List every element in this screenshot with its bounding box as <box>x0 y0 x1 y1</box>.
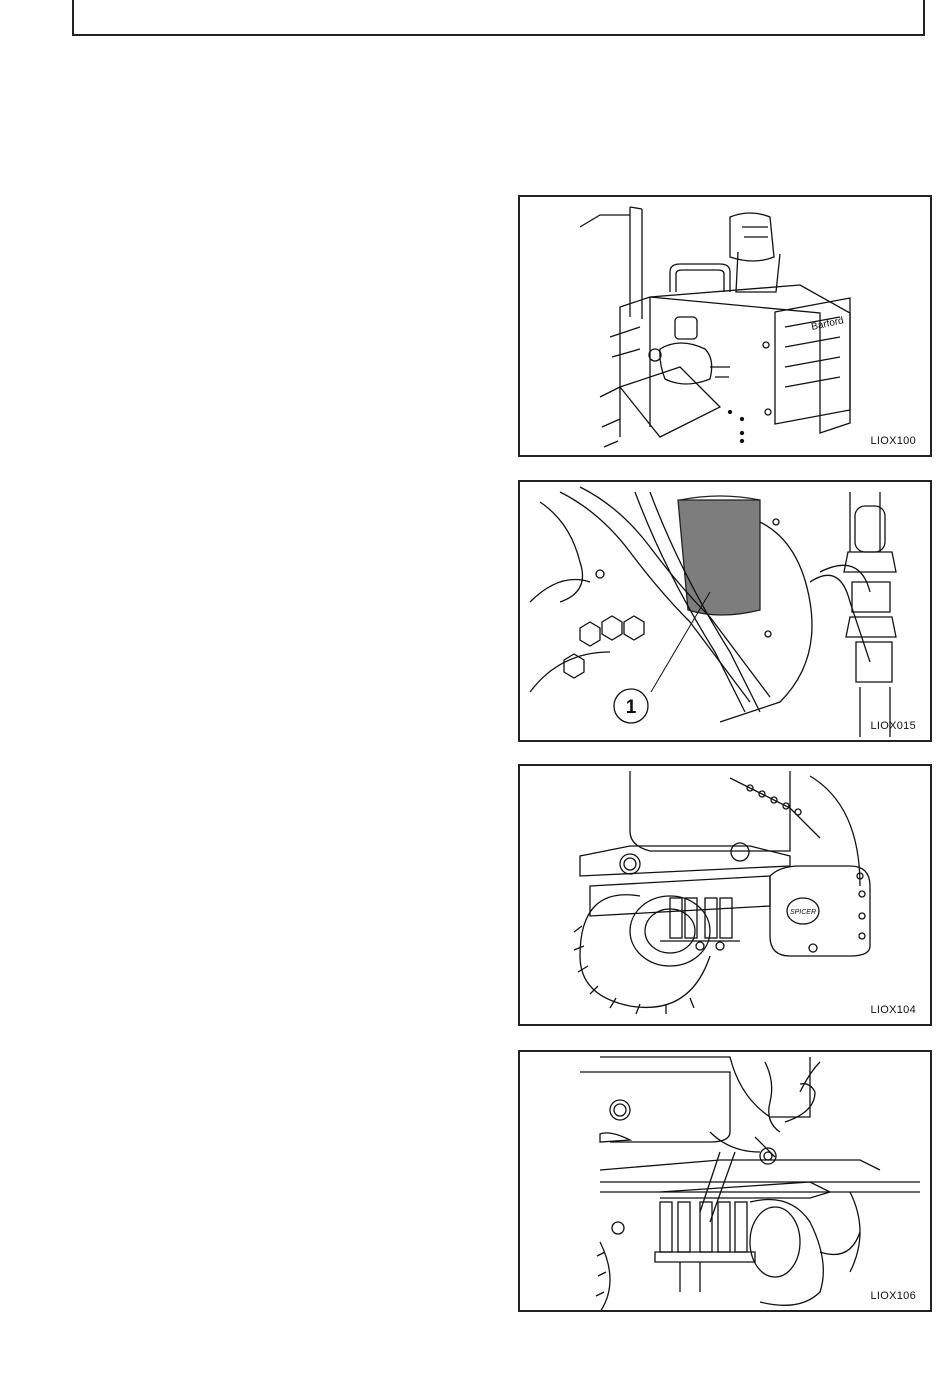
brand-text: Barford <box>810 315 844 333</box>
axle-illustration: SPICER <box>520 766 930 1024</box>
engine-hood-illustration: Barford <box>520 197 930 455</box>
header-box <box>72 0 925 36</box>
underside-illustration <box>520 1052 930 1310</box>
figure-code: LIOX104 <box>870 1004 916 1016</box>
brand-text: SPICER <box>790 909 816 916</box>
figure-code: LIOX106 <box>870 1290 916 1302</box>
figure-liox015: 1 LIOX015 <box>518 480 932 742</box>
figure-code: LIOX015 <box>870 720 916 732</box>
filter-canister-illustration: 1 <box>520 482 930 740</box>
figure-code: LIOX100 <box>870 435 916 447</box>
figure-liox106: LIOX106 <box>518 1050 932 1312</box>
figure-liox100: Barford LIOX100 <box>518 195 932 457</box>
figure-liox104: SPICER LIOX104 <box>518 764 932 1026</box>
callout-number: 1 <box>626 697 637 718</box>
